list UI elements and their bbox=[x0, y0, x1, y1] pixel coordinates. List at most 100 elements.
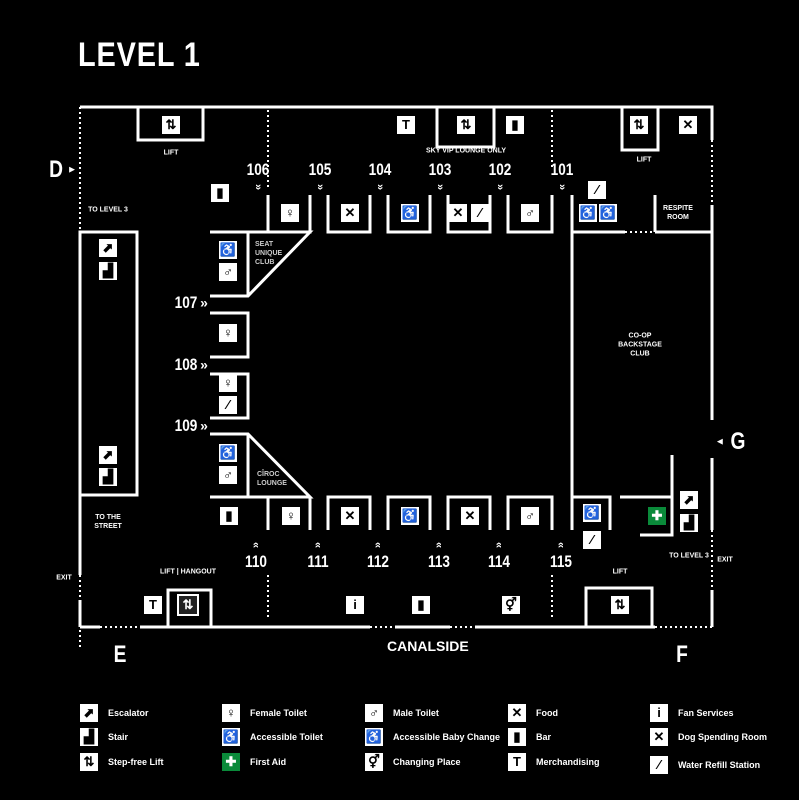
baby-change-icon: ♿ bbox=[599, 204, 617, 222]
first-aid-icon: ✚ bbox=[648, 507, 666, 525]
legend-item: ✕Food bbox=[508, 704, 558, 722]
chevron-up-icon: » bbox=[250, 541, 262, 549]
ciroc-lounge-label: CÎROC LOUNGE bbox=[257, 471, 287, 487]
gate-107: 107 bbox=[174, 293, 198, 312]
lift-hangout-label: LIFT | HANGOUT bbox=[159, 568, 217, 576]
chevron-down-icon: » bbox=[374, 183, 386, 191]
accessible-toilet-icon: ♿ bbox=[579, 204, 597, 222]
water-refill-icon: ∕ bbox=[650, 756, 668, 774]
lift-icon: ⇅ bbox=[177, 594, 199, 616]
legend-item: ♿Accessible Baby Change bbox=[365, 728, 501, 746]
legend-item: ⇅Step-free Lift bbox=[80, 753, 164, 771]
male-toilet-icon: ♂ bbox=[219, 466, 237, 484]
gate-109: 109 bbox=[174, 416, 198, 435]
legend-item: ✚First Aid bbox=[222, 753, 286, 771]
to-street-label: TO THE STREET bbox=[94, 514, 122, 530]
escalator-icon: ⬈ bbox=[99, 446, 117, 464]
legend-item: ♿Accessible Toilet bbox=[222, 728, 323, 746]
exit-label: EXIT bbox=[717, 556, 733, 564]
entrance-g: G bbox=[730, 428, 746, 455]
gate-113: 113 bbox=[428, 552, 450, 571]
food-icon: ✕ bbox=[341, 204, 359, 222]
female-toilet-icon: ♀ bbox=[281, 204, 299, 222]
gate-111: 111 bbox=[307, 552, 329, 571]
chevron-up-icon: » bbox=[372, 541, 384, 549]
lift-label: LIFT bbox=[612, 568, 628, 576]
male-toilet-icon: ♂ bbox=[365, 704, 383, 722]
gate-101: 101 bbox=[550, 160, 574, 179]
dog-room-icon: ✕ bbox=[679, 116, 697, 134]
gate-110: 110 bbox=[245, 552, 267, 571]
chevron-down-icon: » bbox=[494, 183, 506, 191]
entrance-f: F bbox=[676, 641, 688, 668]
male-toilet-icon: ♂ bbox=[521, 507, 539, 525]
food-icon: ✕ bbox=[449, 204, 467, 222]
gate-108: 108 bbox=[174, 355, 198, 374]
bar-icon: ▮ bbox=[211, 184, 229, 202]
gate-104: 104 bbox=[368, 160, 392, 179]
chevron-up-icon: » bbox=[493, 541, 505, 549]
male-toilet-icon: ♂ bbox=[219, 263, 237, 281]
water-refill-icon: ∕ bbox=[219, 396, 237, 414]
chevron-right-icon: » bbox=[200, 417, 208, 434]
stair-icon: ▟ bbox=[99, 262, 117, 280]
chevron-down-icon: » bbox=[252, 183, 264, 191]
changing-place-icon: ⚥ bbox=[365, 753, 383, 771]
legend-item: ♂Male Toilet bbox=[365, 704, 439, 722]
female-toilet-icon: ♀ bbox=[282, 507, 300, 525]
chevron-right-icon: » bbox=[200, 356, 208, 373]
to-level3-label: TO LEVEL 3 bbox=[88, 206, 128, 214]
gate-114: 114 bbox=[488, 552, 510, 571]
legend-item: ∕Water Refill Station bbox=[650, 756, 760, 774]
bar-icon: ▮ bbox=[412, 596, 430, 614]
legend-item: ⚥Changing Place bbox=[365, 753, 461, 771]
merchandise-icon: T bbox=[397, 116, 415, 134]
female-toilet-icon: ♀ bbox=[219, 374, 237, 392]
chevron-up-icon: » bbox=[433, 541, 445, 549]
dog-room-icon: ✕ bbox=[650, 728, 668, 746]
escalator-icon: ⬈ bbox=[99, 239, 117, 257]
first-aid-icon: ✚ bbox=[222, 753, 240, 771]
gate-103: 103 bbox=[428, 160, 452, 179]
lift-icon: ⇅ bbox=[457, 116, 475, 134]
to-level3-label: TO LEVEL 3 bbox=[669, 552, 709, 560]
chevron-down-icon: » bbox=[556, 183, 568, 191]
legend-item: ✕Dog Spending Room bbox=[650, 728, 767, 746]
legend-item: ▟Stair bbox=[80, 728, 128, 746]
street-label: CANALSIDE bbox=[387, 638, 469, 654]
water-refill-icon: ∕ bbox=[583, 531, 601, 549]
gate-106: 106 bbox=[246, 160, 270, 179]
accessible-toilet-icon: ♿ bbox=[583, 504, 601, 522]
stair-icon: ▟ bbox=[99, 468, 117, 486]
baby-change-icon: ♿ bbox=[365, 728, 383, 746]
exit-label: EXIT bbox=[56, 574, 72, 582]
lift-icon: ⇅ bbox=[162, 116, 180, 134]
chevron-right-icon: » bbox=[200, 294, 208, 311]
chevron-down-icon: » bbox=[434, 183, 446, 191]
food-icon: ✕ bbox=[461, 507, 479, 525]
gate-105: 105 bbox=[308, 160, 332, 179]
coop-backstage-club-label: CO-OP BACKSTAGE CLUB bbox=[618, 332, 662, 358]
stair-icon: ▟ bbox=[680, 514, 698, 532]
entrance-e: E bbox=[113, 641, 127, 668]
accessible-toilet-icon: ♿ bbox=[219, 444, 237, 462]
bar-icon: ▮ bbox=[506, 116, 524, 134]
escalator-icon: ⬈ bbox=[80, 704, 98, 722]
chevron-up-icon: » bbox=[312, 541, 324, 549]
lift-icon: ⇅ bbox=[80, 753, 98, 771]
merchandise-icon: T bbox=[508, 753, 526, 771]
female-toilet-icon: ♀ bbox=[222, 704, 240, 722]
seat-unique-club-label: SEAT UNIQUE CLUB bbox=[255, 241, 283, 266]
merchandise-icon: T bbox=[144, 596, 162, 614]
fan-services-icon: i bbox=[346, 596, 364, 614]
food-icon: ✕ bbox=[508, 704, 526, 722]
gate-115: 115 bbox=[550, 552, 572, 571]
lift-label: LIFT bbox=[636, 156, 652, 164]
lift-icon: ⇅ bbox=[630, 116, 648, 134]
page-title: LEVEL 1 bbox=[78, 36, 201, 74]
female-toilet-icon: ♀ bbox=[219, 324, 237, 342]
lift-icon: ⇅ bbox=[611, 596, 629, 614]
legend-item: ▮Bar bbox=[508, 728, 551, 746]
